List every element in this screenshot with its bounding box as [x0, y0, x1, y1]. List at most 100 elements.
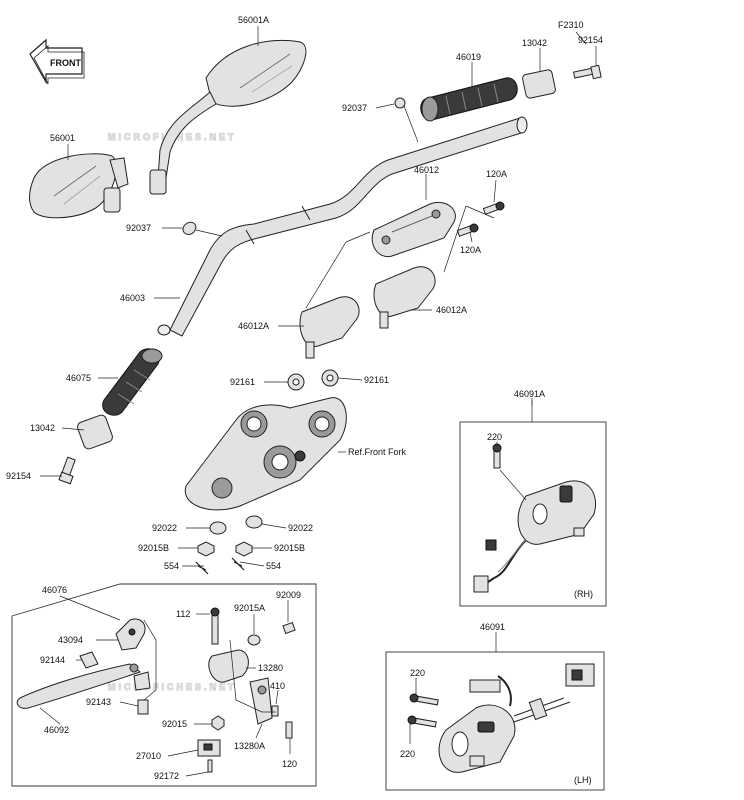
front-label: FRONT [50, 58, 81, 68]
callout-92022-left: 92022 [152, 523, 177, 533]
callout-46012: 46012 [414, 165, 439, 175]
callout-F2310: F2310 [558, 20, 584, 30]
clip-92037-left [182, 221, 223, 237]
lever-box [11, 583, 317, 787]
callout-lh: (LH) [574, 775, 592, 785]
callout-labels: 56001A 56001 F2310 92154 13042 46019 920… [6, 15, 603, 785]
callout-92144: 92144 [40, 655, 65, 665]
lh-switch-box [385, 651, 605, 791]
callout-46012A-right: 46012A [436, 305, 467, 315]
left-grip-46075 [102, 348, 163, 416]
callout-46003: 46003 [120, 293, 145, 303]
callout-92154-left: 92154 [6, 471, 31, 481]
callout-13042-left: 13042 [30, 423, 55, 433]
callout-43094: 43094 [58, 635, 83, 645]
callout-92172: 92172 [154, 771, 179, 781]
cotter-pin-554-left [195, 561, 209, 575]
callout-220-rh: 220 [487, 432, 502, 442]
lever-holder-43094 [115, 618, 146, 651]
callout-27010: 27010 [136, 751, 161, 761]
callout-92009: 92009 [276, 590, 301, 600]
callout-13280A: 13280A [234, 741, 265, 751]
callout-92161-left: 92161 [230, 377, 255, 387]
lever-parts [133, 671, 151, 691]
bar-end-screw-left [58, 456, 76, 485]
leader-lines [39, 26, 597, 777]
bolt-410 [271, 705, 279, 717]
washer-92022-left [209, 521, 227, 535]
callout-13042-top: 13042 [522, 38, 547, 48]
callout-46092: 46092 [44, 725, 69, 735]
lh-wire-harness [497, 675, 512, 707]
callout-46019: 46019 [456, 52, 481, 62]
callout-46012A-left: 46012A [238, 321, 269, 331]
callout-112: 112 [176, 609, 190, 619]
screw-92172 [207, 759, 213, 773]
callout-92143: 92143 [86, 697, 111, 707]
callout-56001A: 56001A [238, 15, 269, 25]
bracket-13280A [249, 677, 273, 725]
callout-46075: 46075 [66, 373, 91, 383]
callout-92022-right: 92022 [288, 523, 313, 533]
callout-13280: 13280 [258, 663, 283, 673]
washer-92022-right [245, 515, 263, 529]
callout-56001: 56001 [50, 133, 75, 143]
rh-small-connector [485, 539, 497, 551]
holder-lower-46012A-right [373, 266, 436, 329]
bolt-92009 [282, 621, 296, 635]
clip-92037-top [394, 97, 419, 143]
nut-92015 [211, 715, 225, 731]
mirror-left [29, 153, 129, 219]
front-direction-arrow-icon: FRONT [29, 38, 85, 85]
lh-switch-housing-46091 [438, 704, 516, 773]
rh-connector [473, 575, 489, 593]
callout-46091: 46091 [480, 622, 505, 632]
callout-46076: 46076 [42, 585, 67, 595]
handlebar-46003 [157, 116, 528, 337]
callout-92015: 92015 [162, 719, 187, 729]
clutch-lever-46092 [16, 663, 142, 709]
nut-92015B-left [197, 541, 215, 557]
callout-rh: (RH) [574, 589, 593, 599]
screw-220-rh [492, 443, 502, 469]
bolt-120 [285, 721, 293, 739]
callout-92015B-left: 92015B [138, 543, 169, 553]
callout-92037-left: 92037 [126, 223, 151, 233]
holder-lower-46012A-left [299, 296, 360, 359]
callout-92161-right: 92161 [364, 375, 389, 385]
holder-upper-46012 [371, 202, 456, 258]
mirror-right [149, 39, 307, 195]
washer-92015A [247, 634, 261, 646]
callout-92154-top: 92154 [578, 35, 603, 45]
callout-220-lh-top: 220 [410, 668, 425, 678]
callout-554-right: 554 [266, 561, 281, 571]
bolt-120A-1 [482, 201, 505, 215]
bar-end-screw-right [573, 64, 602, 80]
watermark-lower: MICROFICHES.NET [108, 682, 237, 692]
bar-end-weight-left [77, 414, 113, 450]
collar-92143 [137, 699, 149, 715]
bolt-112 [211, 613, 219, 645]
callout-46091A: 46091A [514, 389, 545, 399]
lh-connector-small [469, 679, 501, 693]
nut-92015B-right [235, 541, 253, 557]
bar-end-weight-right [522, 69, 556, 99]
screw-220-lh-top [409, 693, 439, 706]
bolt-120A-2 [456, 223, 479, 237]
callout-554-left: 554 [164, 561, 179, 571]
cotter-pin-554-right [231, 557, 245, 571]
callout-120A-2: 120A [460, 245, 481, 255]
callout-410: 410 [270, 681, 285, 691]
screw-220-lh-bottom [407, 715, 437, 728]
callout-92015B-right: 92015B [274, 543, 305, 553]
spring-92144 [79, 651, 99, 669]
rh-switch-housing-46091A [517, 480, 596, 545]
callout-120A-1: 120A [486, 169, 507, 179]
rh-switch-box [459, 421, 607, 607]
callout-92015A: 92015A [234, 603, 265, 613]
callout-92037-top: 92037 [342, 103, 367, 113]
steering-stem-bracket [184, 397, 347, 511]
throttle-grip-46019 [420, 77, 518, 122]
clutch-switch-bracket [208, 649, 249, 683]
